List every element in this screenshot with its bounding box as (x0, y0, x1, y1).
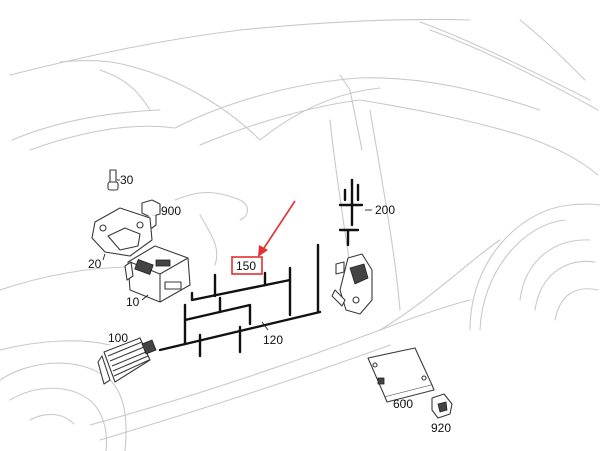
part-200-door-harness (338, 178, 372, 247)
part-20-bracket (91, 207, 153, 261)
callout-20: 20 (88, 257, 102, 271)
callout-120: 120 (263, 333, 283, 347)
part-920-clip (431, 393, 453, 419)
callout-920: 920 (431, 421, 451, 435)
part-100-grommet (97, 337, 157, 385)
callout-200: 200 (375, 203, 395, 217)
callout-900: 900 (161, 204, 181, 218)
callout-30: 30 (120, 173, 134, 187)
car-body-outline (0, 18, 600, 451)
main-wiring-harness (158, 243, 322, 358)
callout-100: 100 (108, 331, 128, 345)
callout-10: 10 (126, 295, 140, 309)
door-latch-assembly (331, 253, 373, 315)
callout-600: 600 (393, 397, 413, 411)
highlight-box-150 (231, 256, 263, 275)
part-600-control-unit (367, 347, 435, 405)
highlight-arrow (258, 200, 296, 257)
callout-150: 150 (236, 259, 256, 273)
part-10-control-module (124, 245, 191, 303)
part-30-bolt (107, 169, 120, 191)
